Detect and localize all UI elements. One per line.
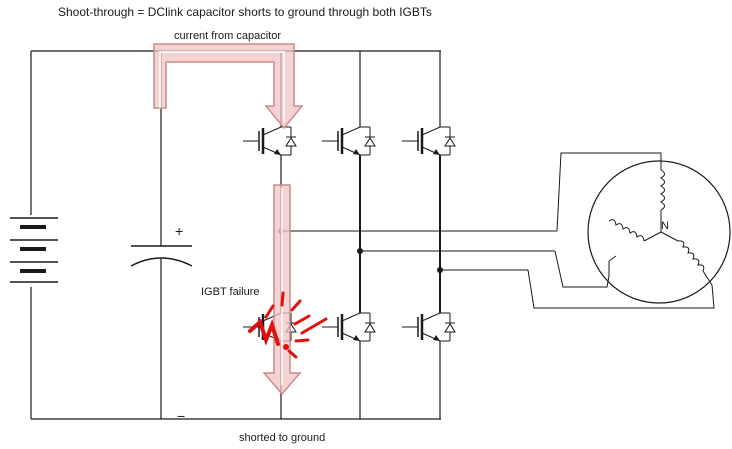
igbt-failure-burst [248,291,328,359]
capacitor-plus-label: + [175,223,184,239]
current-path-down-arrow [262,184,302,396]
shorted-to-ground-label: shorted to ground [239,432,326,444]
igbt-failure-label: IGBT failure [201,286,260,298]
dc-bus [30,50,441,420]
igbt-b-low [320,311,377,343]
igbt-c-low [400,311,457,343]
igbt-a-high [241,125,298,157]
battery [10,217,58,283]
motor [587,160,731,304]
diagram-title: Shoot-through = DClink capacitor shorts … [58,5,432,19]
igbt-c-high [400,125,457,157]
current-from-capacitor-label: current from capacitor [174,30,281,42]
motor-phase-wires [278,152,715,309]
igbt-b-high [320,125,377,157]
motor-neutral-label: N [661,220,669,232]
capacitor-minus-label: − [177,408,186,424]
current-path-top-arrow [153,43,304,130]
